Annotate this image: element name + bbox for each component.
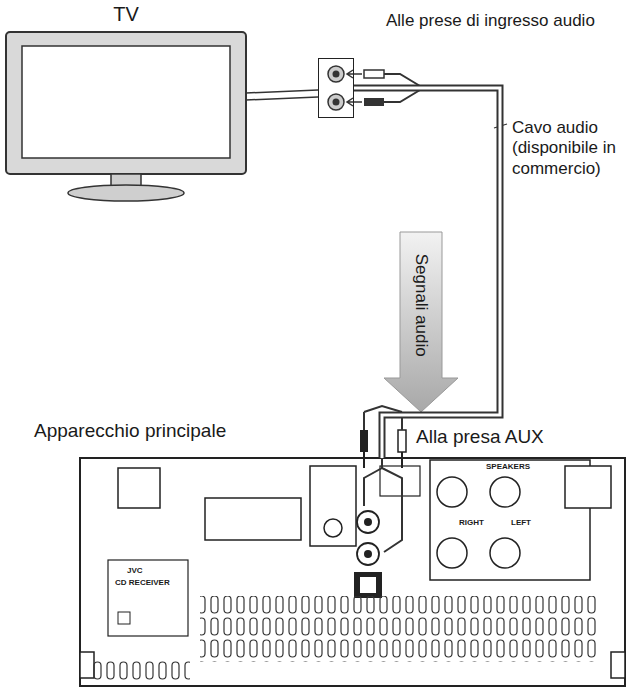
- device-box: Apparecchio principale: [80, 458, 625, 686]
- device-label: TV: [113, 2, 139, 26]
- signal-arrow: [384, 232, 458, 412]
- callout-label: Alla presa AUX: [416, 426, 544, 449]
- cable-core: [354, 88, 500, 458]
- device-label: Apparecchio principale: [34, 420, 226, 443]
- signal-label: Segnali audio: [411, 253, 431, 356]
- device-label: Alle prese di ingresso audio: [386, 11, 595, 31]
- callout-label: Cavo audio (disponibile in commercio): [512, 118, 634, 179]
- device-box: Alle prese di ingresso audio: [318, 58, 354, 118]
- main-unit-back-panel: [80, 458, 625, 686]
- panel-marking: RIGHT: [458, 518, 485, 528]
- panel-marking: LEFT: [510, 518, 532, 528]
- audio-cable: [354, 88, 500, 458]
- tv-set: [6, 32, 318, 201]
- cable-outline: [354, 88, 500, 458]
- device-box: TV: [6, 32, 246, 174]
- panel-marking: SPEAKERS: [485, 462, 531, 472]
- panel-marking: JVC: [126, 566, 144, 576]
- panel-marking: CD RECEIVER: [114, 578, 171, 588]
